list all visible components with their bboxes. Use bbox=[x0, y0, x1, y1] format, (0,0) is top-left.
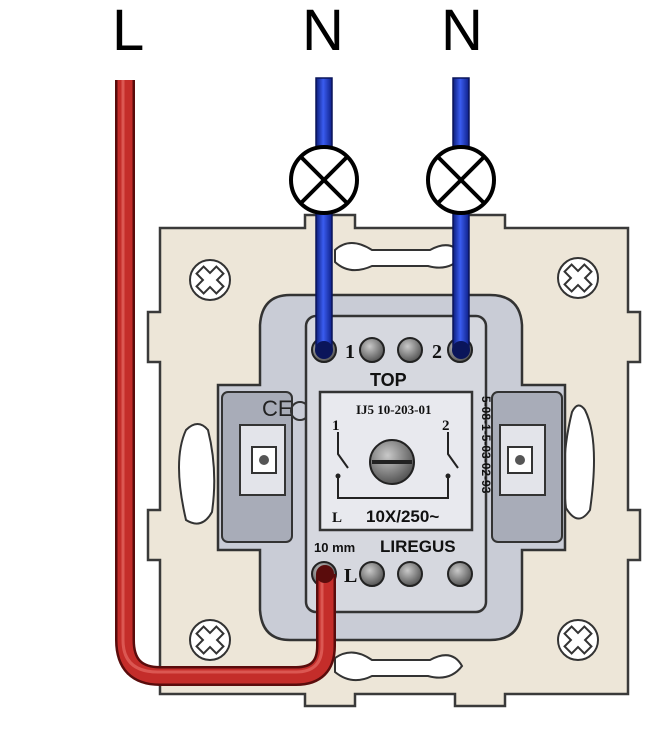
side-code-label: 5-08-1-5-03-02-93 bbox=[479, 396, 493, 494]
terminal-l-label: L bbox=[344, 565, 357, 587]
circuit-2-label: 2 bbox=[442, 418, 450, 434]
neutral-wire-2 bbox=[452, 77, 470, 359]
terminal-1-label: 1 bbox=[345, 341, 355, 363]
model-number: IJ5 10-203-01 bbox=[356, 402, 431, 417]
lamp-icon bbox=[289, 145, 359, 215]
circuit-l-label: L bbox=[332, 510, 342, 526]
screw-icon bbox=[189, 619, 231, 661]
lamp-icon bbox=[426, 145, 496, 215]
neutral-label-1: N bbox=[302, 0, 344, 63]
screw-icon bbox=[557, 257, 599, 299]
screw-icon bbox=[557, 619, 599, 661]
switch-body bbox=[304, 314, 488, 614]
terminal-2-label: 2 bbox=[432, 341, 442, 363]
rating-label: 10X/250~ bbox=[366, 507, 439, 526]
line-wire bbox=[115, 80, 336, 686]
circuit-1-label: 1 bbox=[332, 418, 340, 434]
line-label: L bbox=[112, 0, 145, 63]
ce-mark: CE bbox=[262, 396, 293, 421]
neutral-label-2: N bbox=[441, 0, 483, 63]
brand-label: LIREGUS bbox=[380, 537, 456, 556]
neutral-wire-1 bbox=[315, 77, 333, 359]
screw-icon bbox=[189, 259, 231, 301]
strip-length-label: 10 mm bbox=[314, 540, 355, 555]
top-mark: TOP bbox=[370, 370, 407, 390]
